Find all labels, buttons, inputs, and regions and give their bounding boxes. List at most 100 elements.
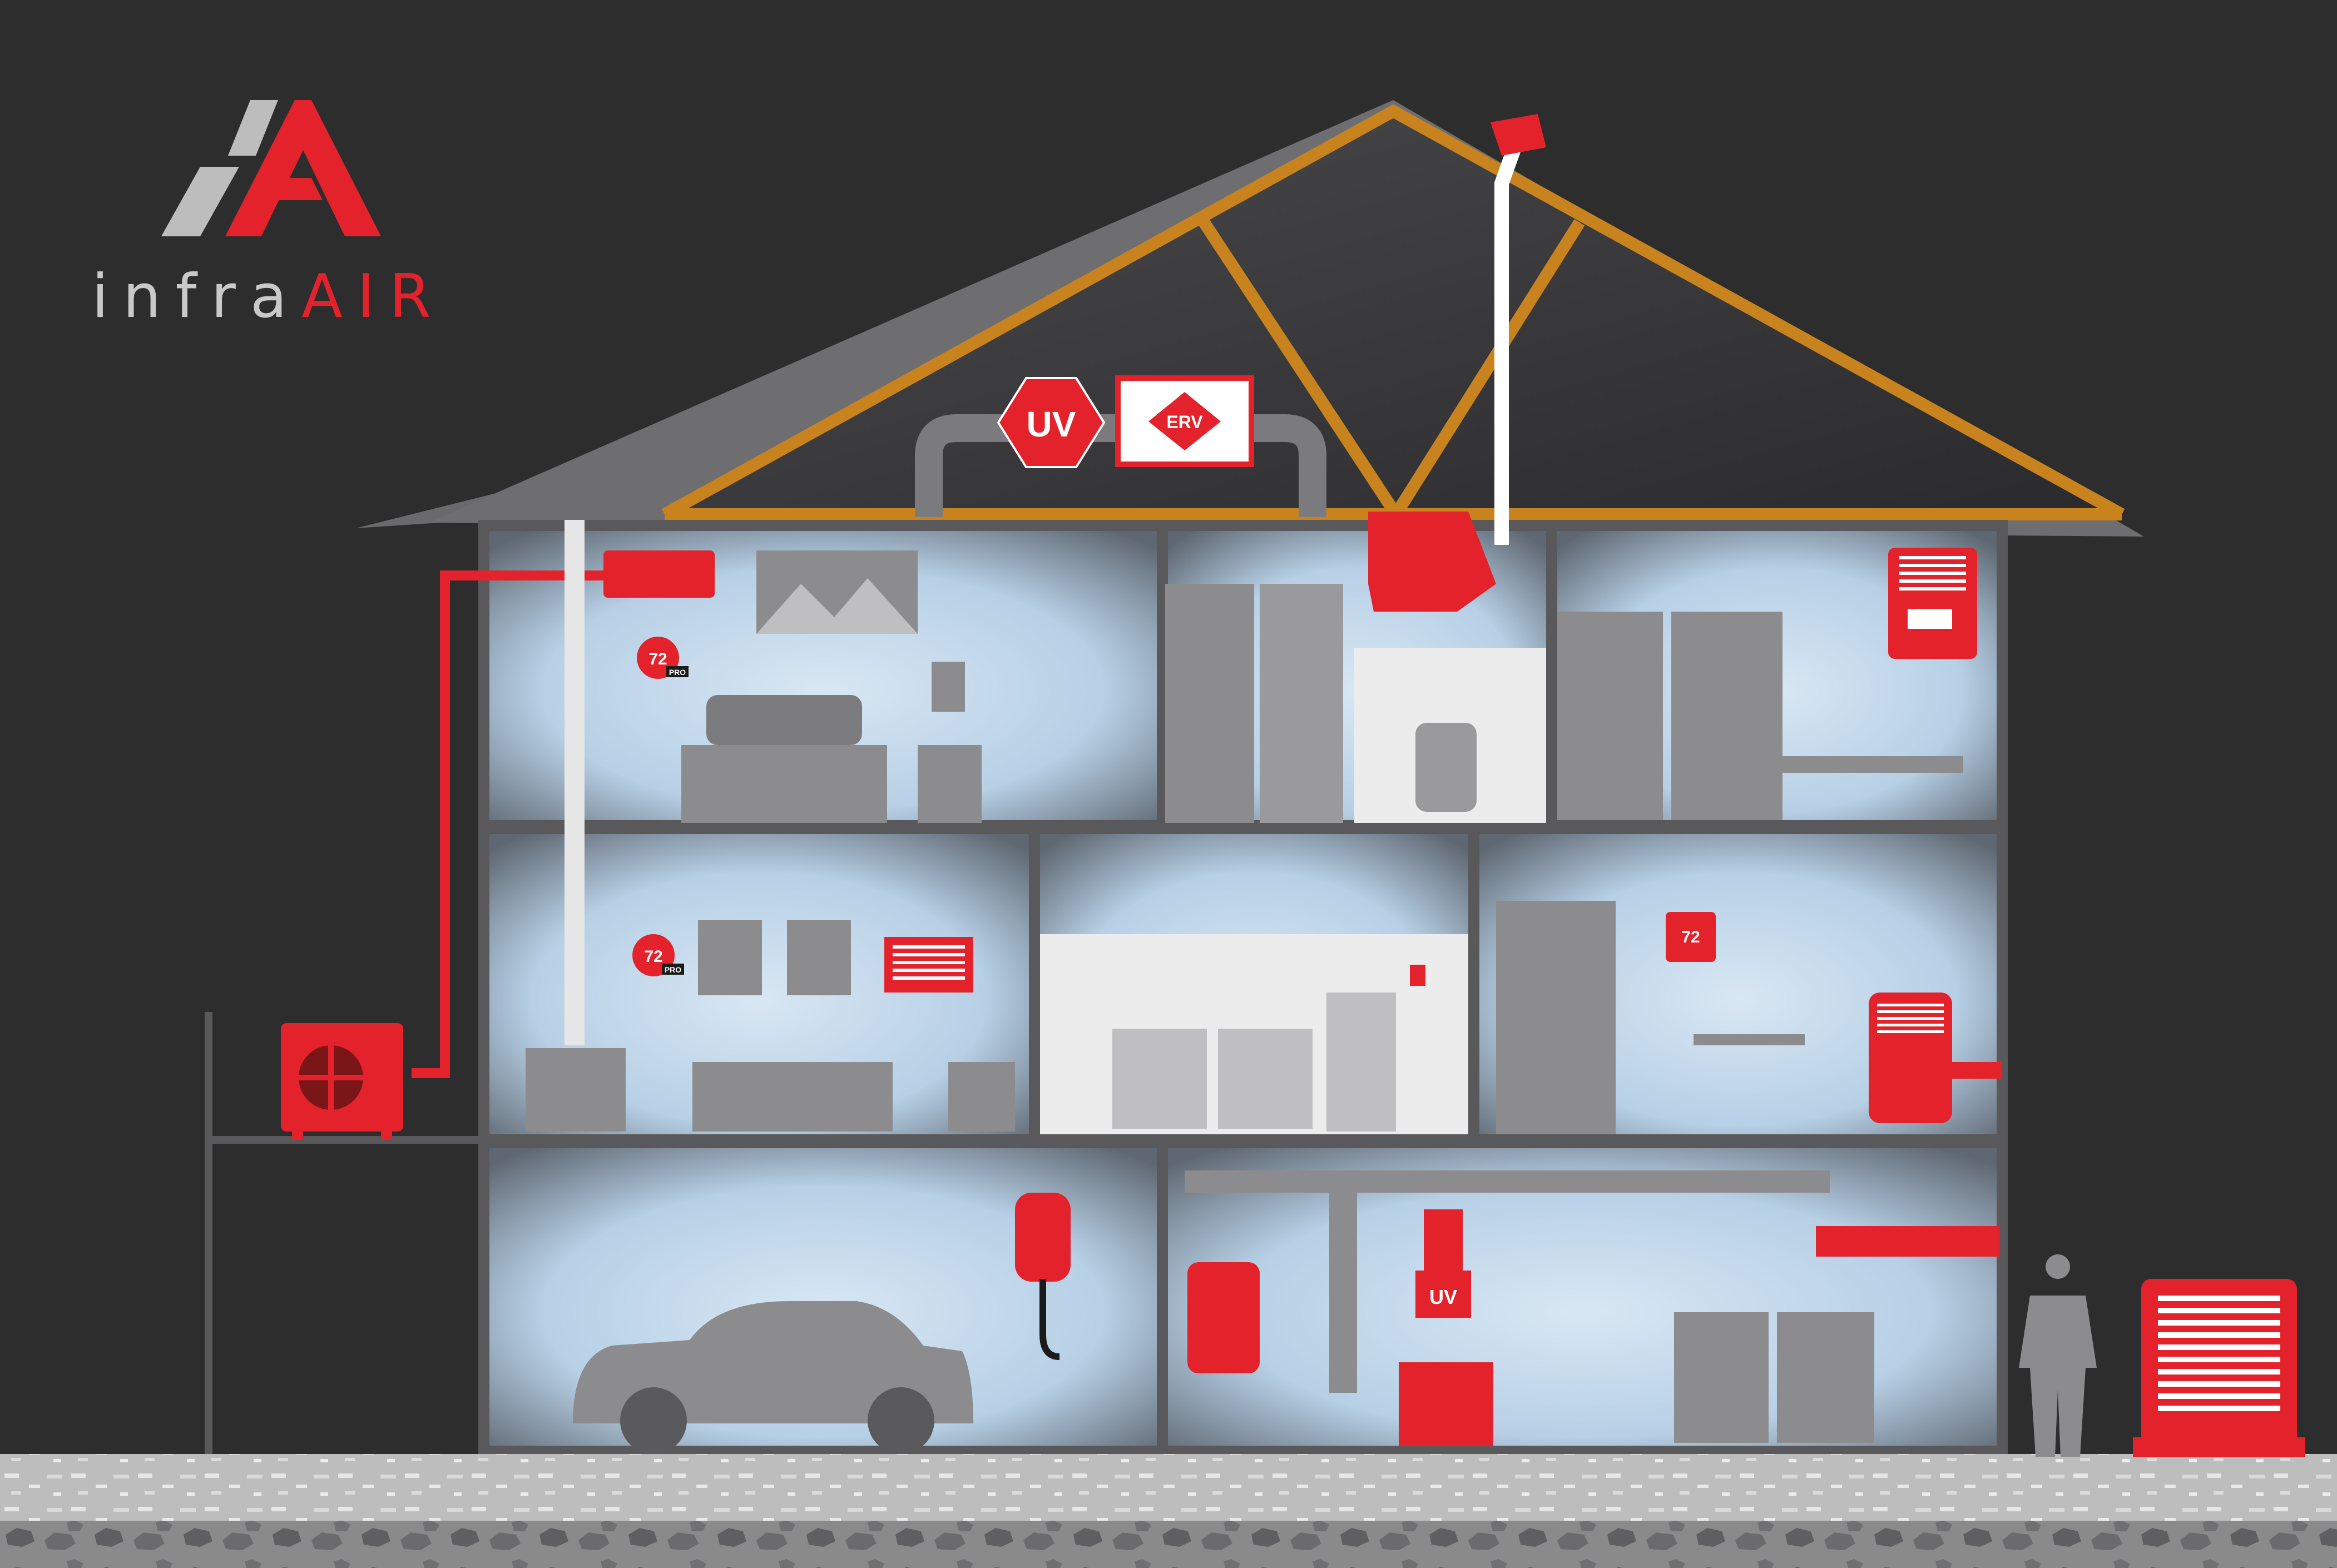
ev-charger-cable (1039, 1279, 1060, 1360)
dining-thermostat-icon (1666, 912, 1716, 962)
lamp (932, 662, 965, 712)
wall-heater-grille-slat (1899, 572, 1966, 575)
living-thermostat-tag-bg (662, 964, 684, 975)
washer-icon (1674, 1312, 1769, 1443)
ground-rocks (0, 1521, 2337, 1568)
garage-contents (573, 1193, 1071, 1454)
shower (1165, 584, 1254, 823)
wardrobe-right (1671, 612, 1783, 820)
kitchen-contents (1040, 934, 1468, 1134)
bed (681, 745, 887, 823)
generator-grille-slat (2158, 1393, 2280, 1399)
generator-grille-slat (2158, 1344, 2280, 1350)
logo-text-light: infra (92, 262, 301, 331)
bed-2 (1757, 756, 1963, 773)
wall-unit-grille-slat (893, 945, 965, 949)
generator-grille-slat (2158, 1381, 2280, 1387)
dining-thermostat-value: 72 (1681, 928, 1700, 946)
wardrobe-left (1557, 612, 1663, 820)
space-heater-grille-slat (1877, 1030, 1944, 1033)
outdoor-condenser-icon (281, 1023, 403, 1140)
space-heater-grille-slat (1877, 1017, 1944, 1020)
erv-diamond (1148, 392, 1221, 450)
sofa (692, 1062, 893, 1132)
kitchen-sensor-icon (1410, 965, 1425, 986)
exterior (2019, 1254, 2305, 1457)
generator-grille-slat (2158, 1320, 2280, 1326)
person-head (2046, 1254, 2071, 1279)
basement-contents: UV (1185, 1170, 1999, 1446)
basement-uv-icon (1415, 1271, 1471, 1318)
generator-grille-slat (2158, 1406, 2280, 1411)
wall-unit-grille-slat (893, 961, 965, 964)
dryer-icon (1777, 1312, 1874, 1443)
ceiling-cassette-icon (1368, 512, 1496, 612)
wall-heater-grille-slat (1899, 579, 1966, 583)
wall-unit-grille-slat (893, 969, 965, 972)
space-heater-grille-slat (1877, 1004, 1944, 1006)
picture-mountains (756, 578, 918, 634)
logo-mark-icon (161, 100, 381, 236)
space-heater-grille-slat (1877, 1010, 1944, 1013)
generator-grille-slat (2158, 1332, 2280, 1338)
porch-frame (205, 1012, 484, 1454)
toilet (1415, 723, 1477, 812)
car-wheel-rear (868, 1387, 934, 1454)
space-heater-grille-slat (1877, 1024, 1944, 1026)
sink-cabinet (1112, 1029, 1207, 1129)
refrigerant-line (412, 570, 603, 1078)
erv-label: ERV (1166, 412, 1203, 432)
uv-light-icon (997, 377, 1106, 468)
generator-grille-slat (2158, 1308, 2280, 1313)
generator-grille-slat (2158, 1357, 2280, 1362)
mini-split-indoor-unit-icon (603, 550, 715, 598)
stove-icon (1218, 1029, 1313, 1129)
car-wheel-front (620, 1387, 687, 1454)
wall-unit-grille-slat (893, 953, 965, 956)
bedroom-2-contents (1557, 548, 1977, 820)
wall-heater-display (1908, 609, 1952, 629)
ground-gravel (0, 1454, 2337, 1521)
attic-space (667, 111, 2125, 520)
bedroom-thermostat-tag: PRO (669, 668, 686, 677)
generator-grille-slat (2158, 1369, 2280, 1375)
water-heater-icon (1187, 1262, 1260, 1373)
nightstand (918, 745, 982, 823)
bathroom-contents (1165, 584, 1546, 823)
door (1496, 901, 1616, 1134)
dining-table (1694, 1034, 1805, 1045)
vent-pipe (1494, 142, 1523, 545)
furnace-top (1424, 1209, 1463, 1271)
generator-grille-slat (2158, 1296, 2280, 1301)
fireplace-icon (526, 1048, 626, 1132)
supply-duct (1185, 1170, 1830, 1193)
living-thermostat-tag: PRO (665, 965, 681, 974)
fridge (1326, 993, 1396, 1132)
dining-contents: 72 (1496, 901, 2002, 1134)
wall-heater-grille-slat (1899, 556, 1966, 559)
wall-heater-grille-slat (1899, 564, 1966, 567)
heater-vent (1952, 1062, 2002, 1079)
attic-uv-label: UV (1027, 404, 1076, 444)
furnace-icon (1399, 1362, 1493, 1446)
return-duct (1329, 1193, 1357, 1393)
exhaust-duct (1816, 1226, 1999, 1257)
basement-uv-label: UV (1429, 1286, 1457, 1308)
wall-heater-icon (1888, 548, 1977, 659)
bed-headboard (706, 695, 862, 745)
person-silhouette-icon (2019, 1296, 2097, 1457)
fridge-cabinet (1260, 584, 1343, 823)
bedroom-thermostat-value: 72 (648, 650, 667, 668)
window-right (787, 920, 851, 995)
wall-unit-grille-slat (893, 976, 965, 980)
bedroom-thermostat-tag-bg (666, 666, 689, 677)
attic-equipment: UV ERV (915, 114, 1546, 612)
roof-vent-icon (1491, 114, 1546, 156)
car-icon (573, 1301, 973, 1423)
logo-text: infraAIR (92, 262, 445, 331)
living-thermostat-value: 72 (644, 947, 662, 966)
window-left (698, 920, 762, 995)
generator-base (2133, 1437, 2305, 1457)
wall-heater-grille-slat (1899, 587, 1966, 591)
